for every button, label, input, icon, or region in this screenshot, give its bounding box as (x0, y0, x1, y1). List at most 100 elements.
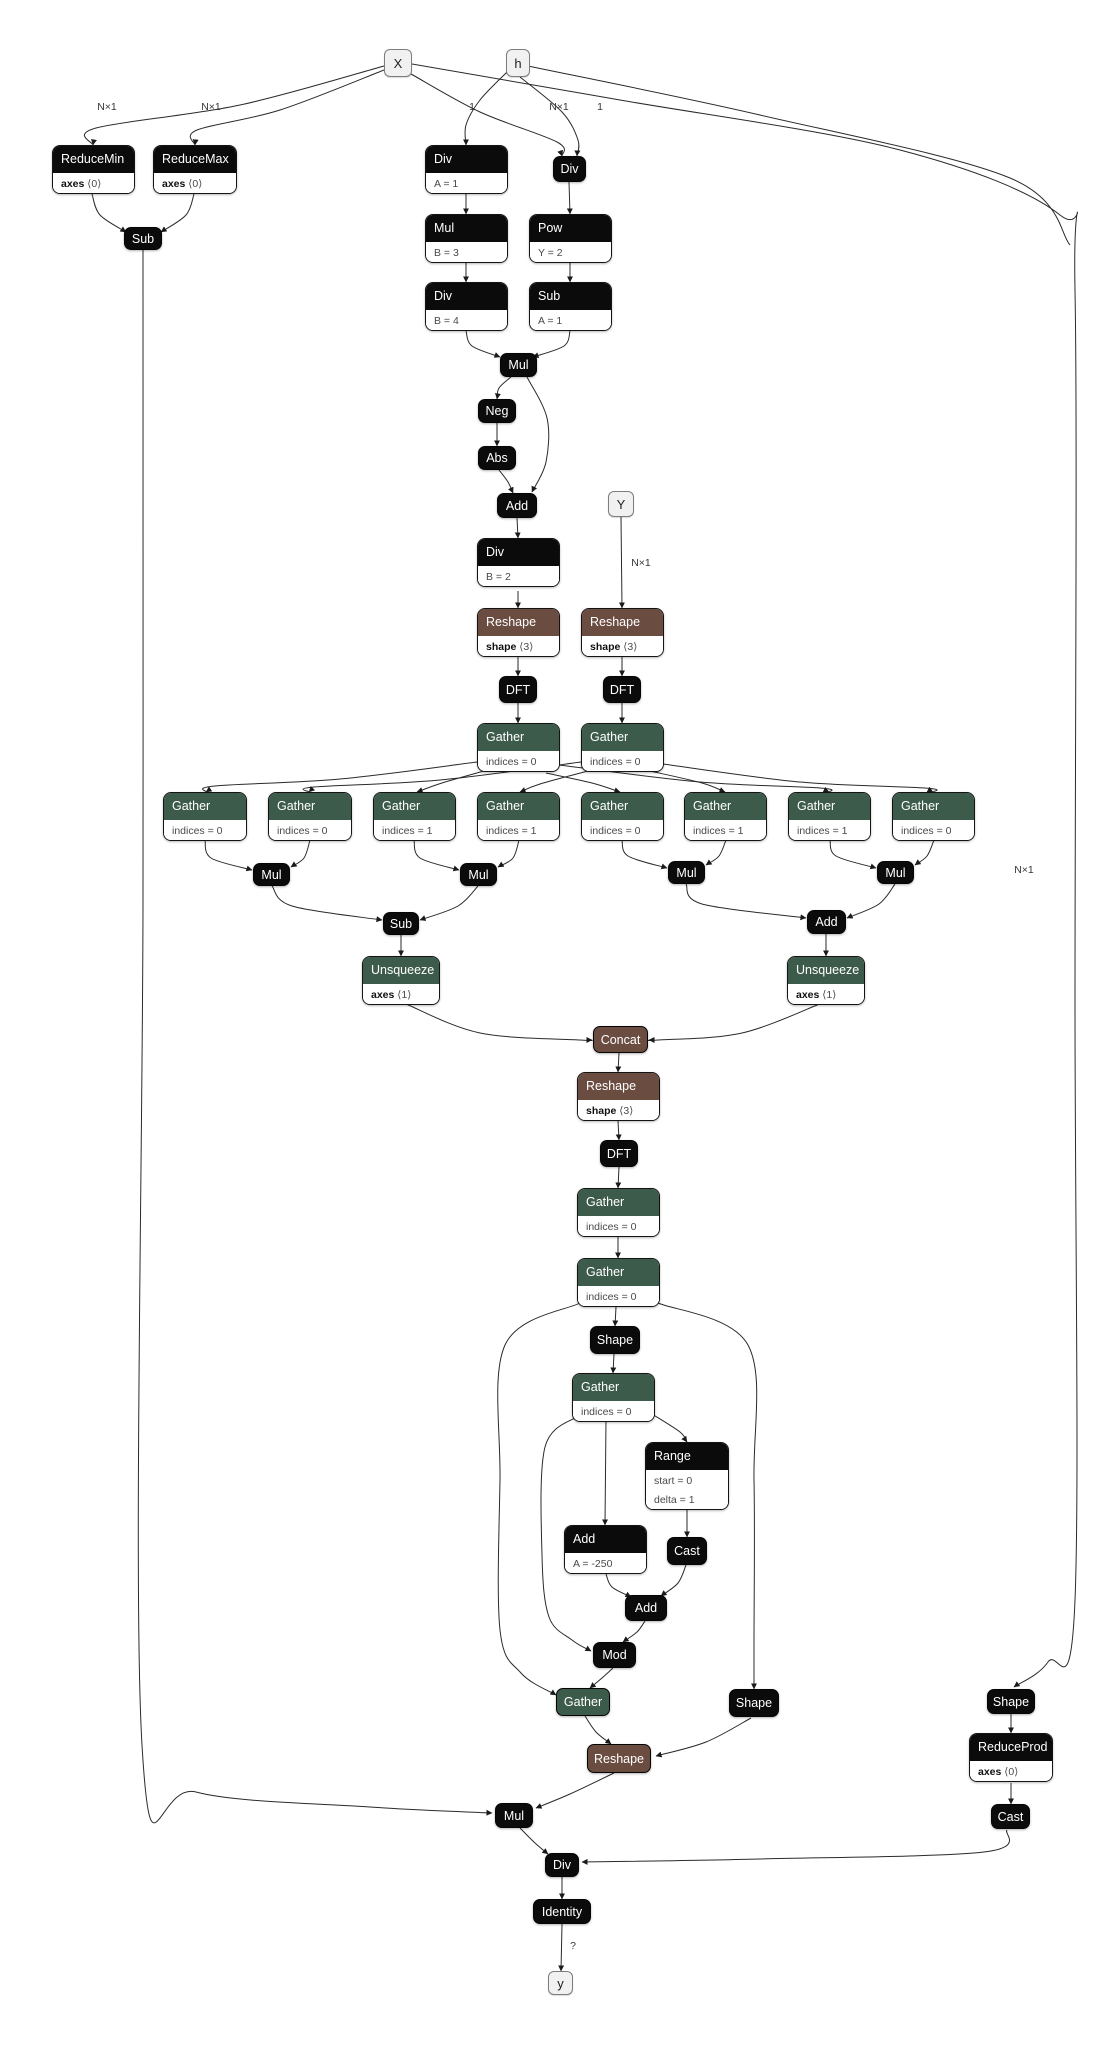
op-node-mul_d[interactable]: Mul (877, 861, 914, 884)
op-title: Gather (478, 793, 559, 820)
edge-label-identity-to-y_out: ? (570, 1940, 576, 1952)
op-attribute-row: axes ⟨0⟩ (53, 175, 134, 193)
op-node-shape_m[interactable]: Shape (729, 1689, 779, 1717)
op-node-mul_p[interactable]: Mul (500, 353, 537, 377)
op-attributes: B = 2 (478, 566, 559, 586)
op-node-concat[interactable]: Concat (593, 1026, 648, 1053)
op-label: Mul (468, 867, 489, 882)
op-title: Div (426, 146, 507, 173)
op-node-abs[interactable]: Abs (478, 446, 516, 470)
op-label: Cast (997, 1809, 1024, 1824)
op-node-add_p[interactable]: Add (497, 493, 537, 518)
op-node-neg[interactable]: Neg (478, 399, 516, 423)
op-title: Gather (578, 1259, 659, 1286)
op-attributes: indices = 0 (582, 751, 663, 771)
op-node-dft_c[interactable]: DFT (600, 1140, 638, 1167)
op-node-add_r[interactable]: Add (807, 910, 846, 934)
op-label: Shape (992, 1694, 1030, 1709)
op-node-div_small[interactable]: Div (553, 156, 586, 182)
op-attribute-row: indices = 0 (573, 1403, 654, 1421)
op-label: Neg (485, 404, 509, 418)
op-title: Div (478, 539, 559, 566)
op-node-div_f[interactable]: Div (545, 1853, 579, 1877)
edge-div_b4-to-mul_p (465, 330, 501, 358)
op-attributes: shape ⟨3⟩ (478, 636, 559, 656)
op-node-mul_f[interactable]: Mul (495, 1803, 533, 1828)
io-node-y_in[interactable]: Y (608, 491, 634, 517)
op-attribute-row: B = 4 (426, 312, 507, 330)
op-attributes: indices = 1 (789, 820, 870, 840)
op-node-shape_r2[interactable]: Shape (987, 1689, 1035, 1714)
op-attribute-row: axes ⟨1⟩ (788, 986, 864, 1004)
op-node-gather_p[interactable]: Gather (556, 1688, 610, 1716)
op-attributes: indices = 1 (478, 820, 559, 840)
edge-g8-to-mul_d (914, 839, 935, 866)
op-label: Shape (735, 1696, 773, 1710)
edge-dft_c-to-gather_1 (615, 1166, 622, 1189)
edge-add_k-to-add_2 (605, 1573, 632, 1598)
io-node-y_out[interactable]: y (548, 1971, 573, 1995)
op-node-cast_1[interactable]: Cast (667, 1537, 707, 1565)
op-node-cast_2[interactable]: Cast (991, 1804, 1030, 1829)
op-attribute-row: indices = 0 (478, 753, 559, 771)
op-node-dft_r[interactable]: DFT (603, 676, 641, 703)
op-label: Cast (674, 1544, 700, 1558)
op-node-mul_c[interactable]: Mul (668, 861, 705, 884)
op-label: Gather (563, 1695, 603, 1709)
op-title: Gather (685, 793, 766, 820)
op-node-mod[interactable]: Mod (593, 1642, 636, 1668)
edge-y_in-to-reshape_r (618, 516, 625, 609)
attr-text: start = 0 (654, 1475, 693, 1487)
op-attributes: axes ⟨1⟩ (363, 984, 439, 1004)
op-attributes: axes ⟨0⟩ (970, 1761, 1052, 1781)
op-node-mul_a[interactable]: Mul (253, 863, 290, 886)
io-node-x_in[interactable]: X (384, 49, 412, 77)
edge-g3-to-mul_b (413, 839, 460, 872)
op-attribute-row: A = 1 (530, 312, 611, 330)
io-node-h_in[interactable]: h (506, 49, 530, 77)
op-attribute-row: indices = 1 (374, 822, 455, 840)
op-label: Mul (508, 358, 529, 372)
op-node-sub_p[interactable]: Sub (383, 912, 419, 935)
attr-text: indices = 0 (590, 756, 641, 768)
op-node-dft_l[interactable]: DFT (499, 676, 537, 703)
op-node-add_2[interactable]: Add (625, 1595, 667, 1621)
op-node-sub_left[interactable]: Sub (124, 227, 162, 250)
op-node-identity[interactable]: Identity (533, 1899, 591, 1924)
op-node-shape_p[interactable]: Shape (590, 1326, 640, 1354)
edge-gather_l-to-g5 (545, 772, 621, 794)
op-node-reshape_p[interactable]: Reshape (587, 1744, 651, 1773)
op-node-mul_b[interactable]: Mul (460, 863, 497, 886)
op-attribute-row: start = 0 (646, 1472, 728, 1491)
op-label: Mul (261, 867, 282, 882)
